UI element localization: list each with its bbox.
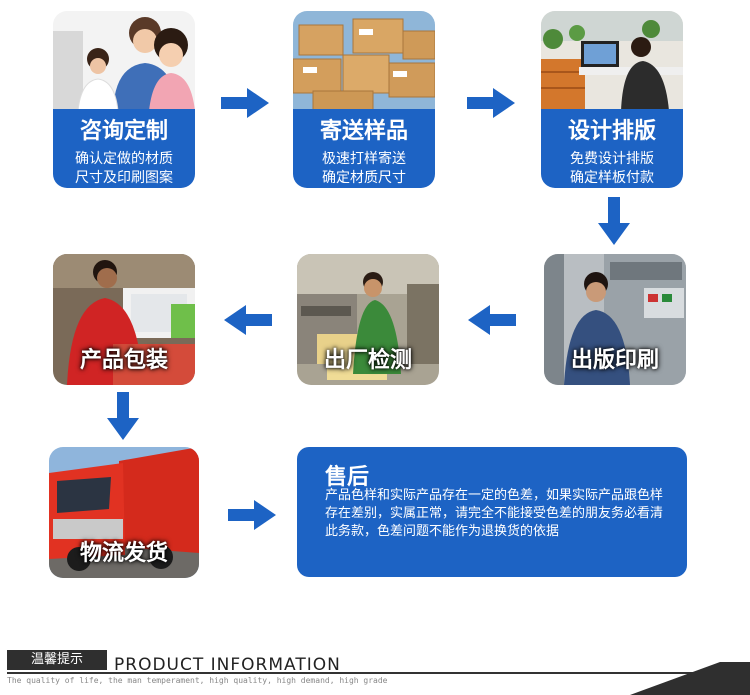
printing-press-photo [544, 254, 686, 385]
footer-corner-decoration [630, 662, 750, 695]
footer-tag: 温馨提示 [7, 650, 107, 670]
arrow-down-icon [107, 392, 139, 440]
arrow-right-icon [228, 500, 276, 530]
step-consult-card: 咨询定制 确认定做的材质 尺寸及印刷图案 [53, 11, 195, 188]
step-inspection-card: 出厂检测 [297, 254, 439, 385]
step-samples-card: 寄送样品 极速打样寄送 确定材质尺寸 [293, 11, 435, 188]
step-shipping-title: 物流发货 [79, 541, 168, 566]
cardboard-boxes-photo [293, 11, 435, 111]
step-packaging-title: 产品包装 [79, 348, 168, 373]
footer-title: PRODUCT INFORMATION [114, 655, 341, 675]
step-consult-line-2: 尺寸及印刷图案 [75, 170, 173, 186]
step-design-line-2: 确定样板付款 [570, 170, 654, 186]
after-sales-text: 产品色样和实际产品存在一定的色差，如果实际产品跟色样存在差别，实属正常，请完全不… [325, 488, 664, 539]
step-samples-line-2: 确定材质尺寸 [322, 170, 406, 186]
footer-divider [7, 672, 707, 674]
step-design-card: 设计排版 免费设计排版 确定样板付款 [541, 11, 683, 188]
after-sales-title: 售后 [325, 465, 370, 490]
arrow-right-icon [467, 88, 515, 118]
factory-inspection-photo [297, 254, 439, 385]
arrow-down-icon [598, 197, 630, 245]
step-consult-title: 咨询定制 [79, 119, 168, 144]
after-sales-box: 售后 产品色样和实际产品存在一定的色差，如果实际产品跟色样存在差别，实属正常，请… [297, 447, 687, 577]
step-samples-title: 寄送样品 [319, 119, 408, 144]
step-design-title: 设计排版 [567, 119, 656, 144]
step-inspection-title: 出厂检测 [323, 348, 412, 373]
office-designer-photo [541, 11, 683, 111]
step-consult-line-1: 确认定做的材质 [75, 151, 173, 167]
packaging-worker-photo [53, 254, 195, 385]
step-shipping-card: 物流发货 [49, 447, 199, 578]
step-printing-card: 出版印刷 [544, 254, 686, 385]
arrow-right-icon [221, 88, 269, 118]
customer-service-photo [53, 11, 195, 111]
footer-subtitle: The quality of life, the man temperament… [7, 676, 388, 685]
step-design-line-1: 免费设计排版 [570, 151, 654, 167]
step-printing-title: 出版印刷 [570, 348, 659, 373]
arrow-left-icon [468, 305, 516, 335]
delivery-truck-photo [49, 447, 199, 578]
step-packaging-card: 产品包装 [53, 254, 195, 385]
step-samples-line-1: 极速打样寄送 [322, 151, 406, 167]
arrow-left-icon [224, 305, 272, 335]
